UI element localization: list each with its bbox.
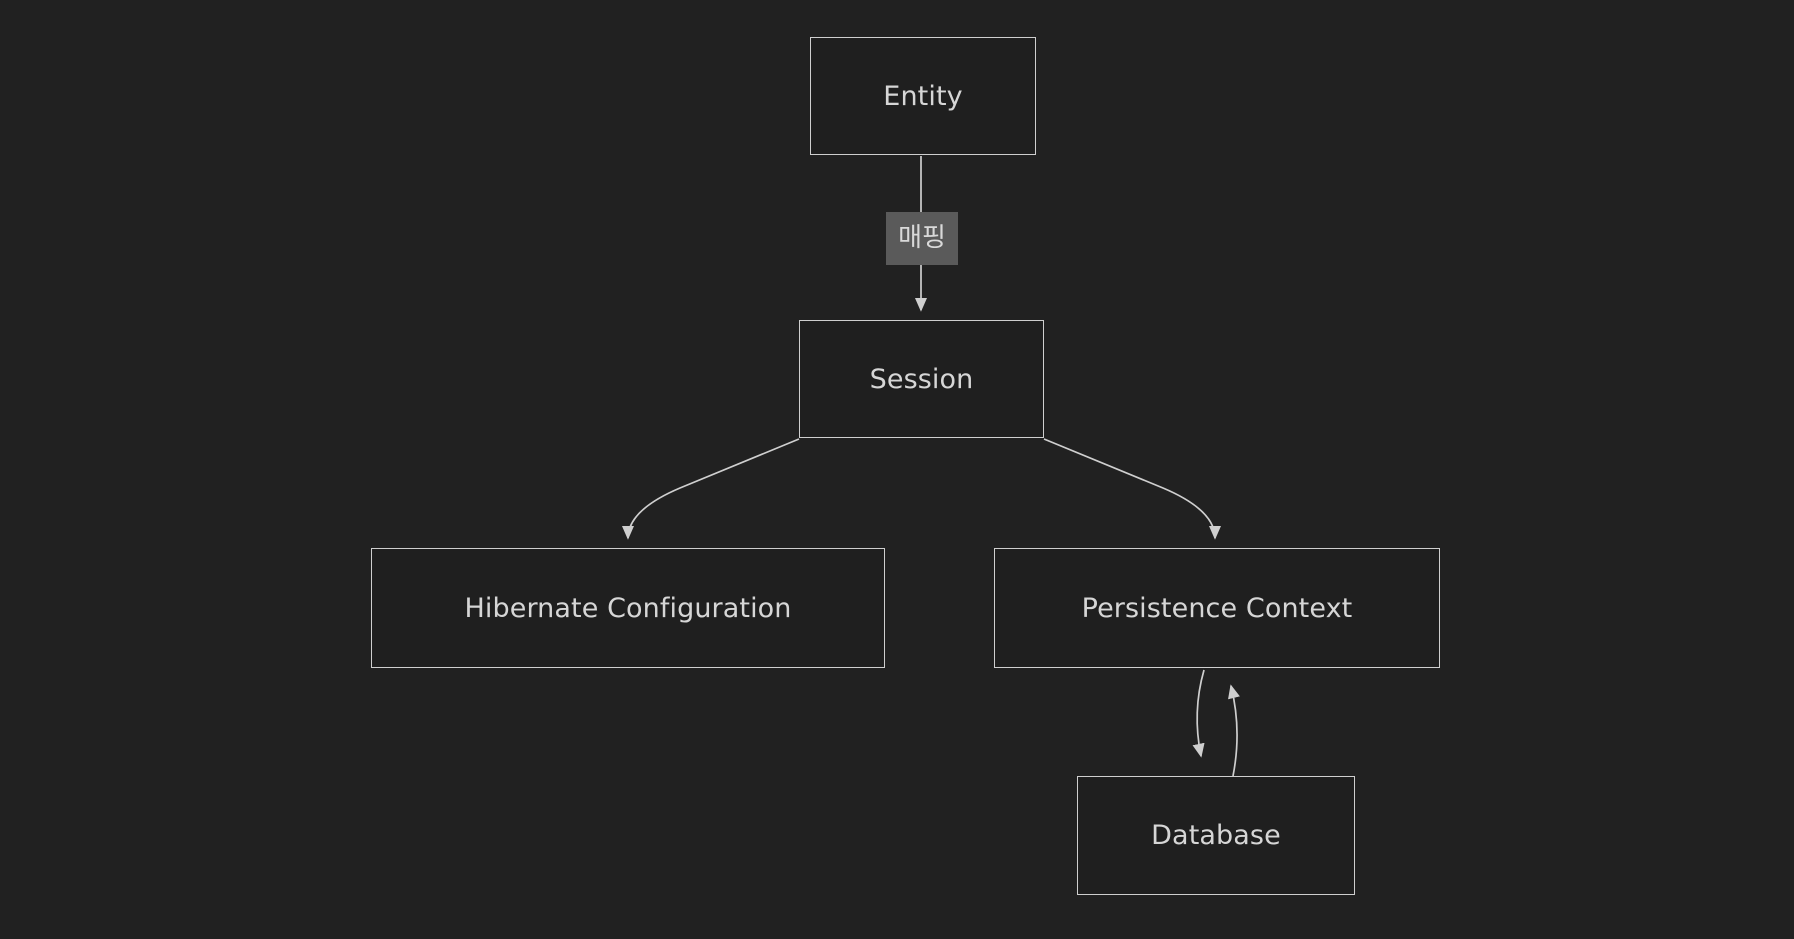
edge-label-mapping: 매핑 [886,212,958,265]
node-entity[interactable]: Entity [810,37,1036,155]
node-hibernate-configuration-label: Hibernate Configuration [464,592,792,624]
edge-session-to-persistence-context [1043,438,1222,540]
node-session-label: Session [869,363,974,395]
edge-database-to-persistence-context [1228,684,1240,777]
node-database[interactable]: Database [1077,776,1355,895]
node-session[interactable]: Session [799,320,1044,438]
node-persistence-context-label: Persistence Context [1081,592,1353,624]
edge-session-to-hibernate-configuration [621,438,800,540]
node-persistence-context[interactable]: Persistence Context [994,548,1440,668]
node-database-label: Database [1151,820,1281,851]
node-entity-label: Entity [883,80,963,112]
node-hibernate-configuration[interactable]: Hibernate Configuration [371,548,885,668]
edge-persistence-context-to-database [1192,669,1205,758]
